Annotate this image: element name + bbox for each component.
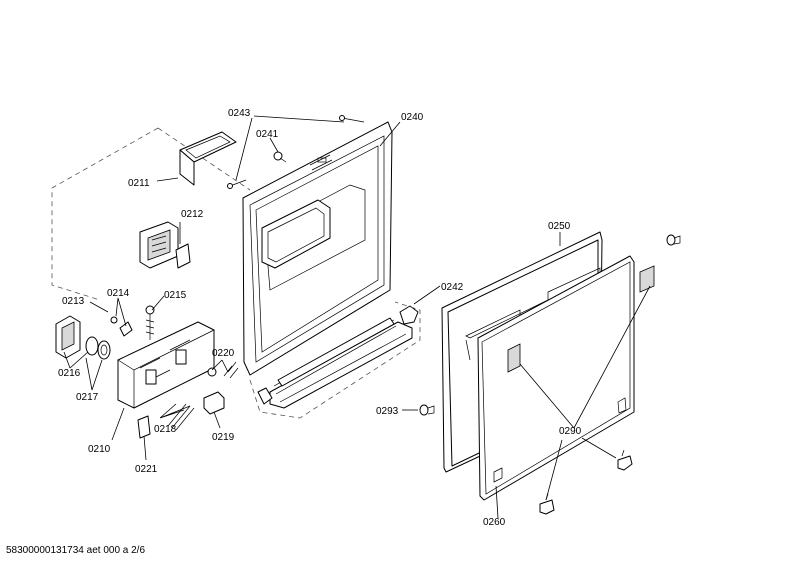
plug-0221 bbox=[137, 415, 151, 439]
label-0216: 0216 bbox=[58, 368, 81, 379]
ring-0217 bbox=[97, 340, 111, 360]
screw-0290-right bbox=[666, 234, 681, 246]
hinge-0290-right bbox=[617, 449, 633, 471]
decor-panel-0260 bbox=[477, 255, 635, 501]
screw-0243-upper bbox=[339, 115, 365, 123]
label-0220: 0220 bbox=[212, 348, 235, 359]
label-0218: 0218 bbox=[154, 424, 177, 435]
spring-0220 bbox=[207, 361, 239, 379]
label-0212: 0212 bbox=[181, 209, 204, 220]
housing-0210 bbox=[117, 321, 215, 409]
label-0215: 0215 bbox=[164, 290, 187, 301]
leader-lines bbox=[63, 115, 651, 519]
label-0217: 0217 bbox=[76, 392, 99, 403]
document-reference: 58300000131734 aet 000 a 2/6 bbox=[6, 545, 146, 556]
knob-0213 bbox=[55, 315, 81, 359]
label-0243: 0243 bbox=[228, 108, 251, 119]
plate-0290-top bbox=[639, 265, 655, 293]
label-0219: 0219 bbox=[212, 432, 235, 443]
pin-0214 bbox=[110, 316, 133, 337]
label-0214: 0214 bbox=[107, 288, 130, 299]
inner-door-panel-0240 bbox=[242, 121, 393, 376]
label-0221: 0221 bbox=[135, 464, 158, 475]
control-group-dashed-outline bbox=[51, 127, 251, 301]
spring-0215 bbox=[145, 305, 155, 340]
label-0241: 0241 bbox=[256, 129, 279, 140]
label-0213: 0213 bbox=[62, 296, 85, 307]
spring-0218 bbox=[167, 403, 195, 431]
label-0242: 0242 bbox=[441, 282, 464, 293]
screw-0293 bbox=[419, 404, 435, 416]
window-frame-0211 bbox=[179, 131, 237, 186]
ring-0216 bbox=[85, 336, 99, 356]
screw-0243-lower bbox=[227, 179, 247, 189]
label-0293: 0293 bbox=[376, 406, 399, 417]
module-0212 bbox=[139, 221, 191, 269]
label-0260: 0260 bbox=[483, 517, 506, 528]
label-0250: 0250 bbox=[548, 221, 571, 232]
label-0210: 0210 bbox=[88, 444, 111, 455]
label-0211: 0211 bbox=[128, 178, 150, 189]
screw-0241 bbox=[273, 151, 287, 163]
label-0290: 0290 bbox=[559, 426, 582, 437]
switch-0219 bbox=[203, 391, 225, 415]
label-0240: 0240 bbox=[401, 112, 424, 123]
door-bottom-strip-0242 bbox=[249, 301, 421, 419]
